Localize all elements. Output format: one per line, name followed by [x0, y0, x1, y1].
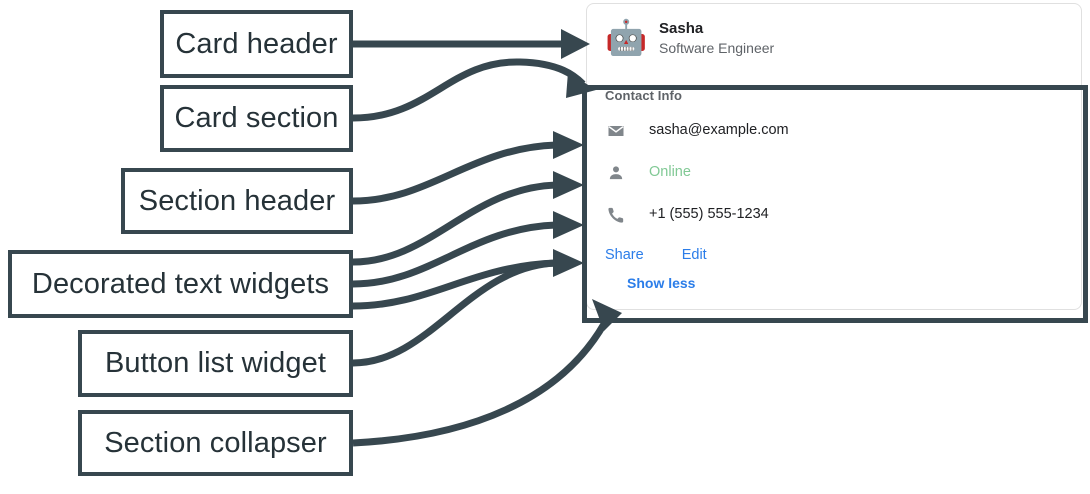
callout-section-collapser: Section collapser: [78, 410, 353, 476]
arrow-decorated-text-1: [352, 171, 584, 266]
show-less-button[interactable]: Show less: [627, 275, 696, 291]
section-header: Contact Info: [605, 88, 683, 103]
callout-button-list: Button list widget: [78, 330, 353, 397]
decorated-text-phone: +1 (555) 555-1234: [605, 205, 1063, 225]
arrow-section-header: [352, 131, 584, 205]
phone-value: +1 (555) 555-1234: [649, 206, 769, 223]
person-icon: [605, 163, 627, 183]
email-icon: [605, 121, 627, 141]
callout-card-header-label: Card header: [175, 27, 338, 60]
robot-avatar-icon: 🤖: [605, 19, 648, 57]
share-button[interactable]: Share: [605, 247, 644, 263]
arrow-decorated-text-3: [352, 249, 584, 310]
arrow-section-collapser: [352, 299, 622, 447]
arrow-decorated-text-2: [352, 211, 584, 288]
edit-button[interactable]: Edit: [681, 247, 707, 263]
decorated-text-status: Online: [605, 163, 1063, 183]
callout-decorated-text-label: Decorated text widgets: [31, 267, 330, 300]
callout-card-header: Card header: [160, 10, 353, 78]
email-value: sasha@example.com: [649, 122, 789, 139]
callout-card-section: Card section: [160, 85, 353, 152]
status-value: Online: [649, 164, 691, 181]
decorated-text-email: sasha@example.com: [605, 121, 1063, 141]
card-section: Contact Info sasha@example.com: [587, 72, 1081, 309]
callout-section-header: Section header: [121, 168, 353, 234]
card-header: 🤖 Sasha Software Engineer: [587, 4, 1081, 72]
callout-section-header-label: Section header: [138, 184, 336, 217]
contact-card: 🤖 Sasha Software Engineer Contact Info s…: [586, 3, 1082, 310]
button-list-widget: Share Edit: [605, 247, 1063, 263]
card-header-subtitle: Software Engineer: [659, 40, 775, 57]
callout-section-collapser-label: Section collapser: [104, 426, 327, 459]
callout-button-list-label: Button list widget: [104, 347, 327, 379]
arrow-card-section: [352, 58, 596, 122]
section-collapser: Show less: [605, 275, 1063, 293]
callout-card-section-label: Card section: [174, 102, 339, 134]
card-header-text: Sasha Software Engineer: [659, 20, 774, 56]
arrow-button-list: [352, 259, 557, 367]
card-header-title: Sasha: [659, 19, 704, 37]
callout-decorated-text: Decorated text widgets: [8, 250, 353, 318]
phone-icon: [605, 205, 627, 225]
arrow-card-header: [353, 29, 590, 59]
